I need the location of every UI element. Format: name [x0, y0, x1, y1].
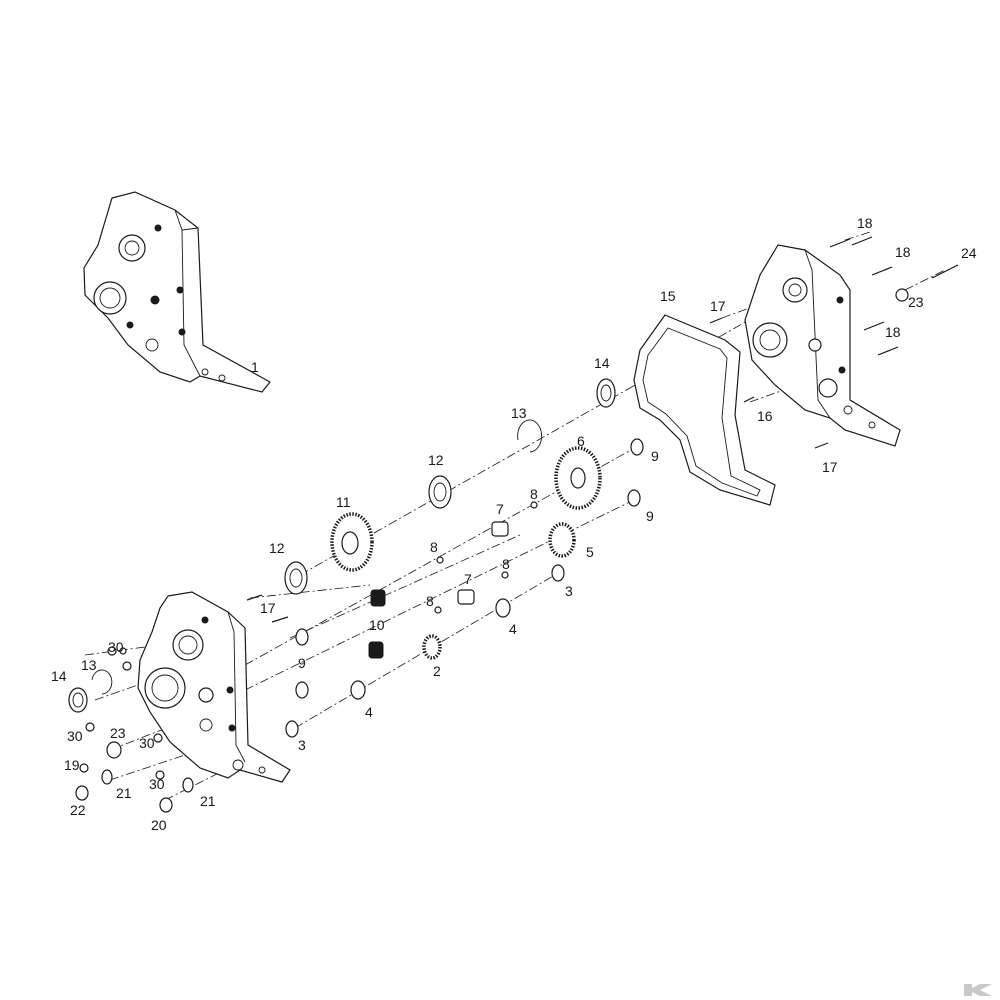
shaft-components: [284, 378, 644, 738]
callout-15: 15: [660, 288, 676, 304]
callout-23: 23: [908, 294, 924, 310]
callout-13: 13: [81, 657, 97, 673]
callout-14: 14: [51, 668, 67, 684]
callout-3: 3: [565, 583, 573, 599]
callout-8: 8: [502, 556, 510, 572]
callout-7: 7: [496, 501, 504, 517]
callout-17: 17: [822, 459, 838, 475]
gear-housing-part-1: [83, 191, 271, 393]
gear-housing-lower: [137, 591, 291, 783]
callout-8: 8: [530, 486, 538, 502]
gasket-part-15: [633, 314, 776, 506]
callout-9: 9: [651, 448, 659, 464]
brand-logo-icon: [964, 984, 992, 996]
callout-1: 1: [251, 359, 259, 375]
callout-4: 4: [509, 621, 517, 637]
rear-cover-part: [744, 244, 901, 447]
callout-18: 18: [857, 215, 873, 231]
callout-11: 11: [336, 494, 351, 510]
callout-13: 13: [511, 405, 527, 421]
bolts-and-pins: [246, 236, 959, 623]
callout-20: 20: [151, 817, 167, 833]
callout-18: 18: [885, 324, 901, 340]
callout-30: 30: [67, 728, 83, 744]
callout-8: 8: [426, 593, 434, 609]
callout-21: 21: [116, 785, 132, 801]
callout-18: 18: [895, 244, 911, 260]
callout-9: 9: [646, 508, 654, 524]
callout-6: 6: [577, 433, 585, 449]
callout-22: 22: [70, 802, 86, 818]
callout-21: 21: [200, 793, 216, 809]
callout-3: 3: [298, 737, 306, 753]
callout-30: 30: [149, 776, 165, 792]
callout-8: 8: [430, 539, 438, 555]
callout-16: 16: [757, 408, 773, 424]
callout-5: 5: [586, 544, 594, 560]
callout-23: 23: [110, 725, 126, 741]
callout-9: 9: [298, 655, 306, 671]
callout-19: 19: [64, 757, 80, 773]
callout-2: 2: [433, 663, 441, 679]
callout-17: 17: [260, 600, 276, 616]
callout-4: 4: [365, 704, 373, 720]
callout-labels: 1 2 3 3 4 4 5 6 7 7 8 8 8 8 9 9 9 10 11 …: [51, 215, 977, 833]
callout-7: 7: [464, 571, 472, 587]
seals-and-nuts: [68, 646, 194, 813]
callout-14: 14: [594, 355, 610, 371]
callout-30: 30: [139, 735, 155, 751]
callout-10: 10: [369, 617, 385, 633]
callout-30: 30: [108, 639, 124, 655]
callout-24: 24: [961, 245, 977, 261]
callout-12: 12: [428, 452, 444, 468]
callout-17: 17: [710, 298, 726, 314]
callout-12: 12: [269, 540, 285, 556]
